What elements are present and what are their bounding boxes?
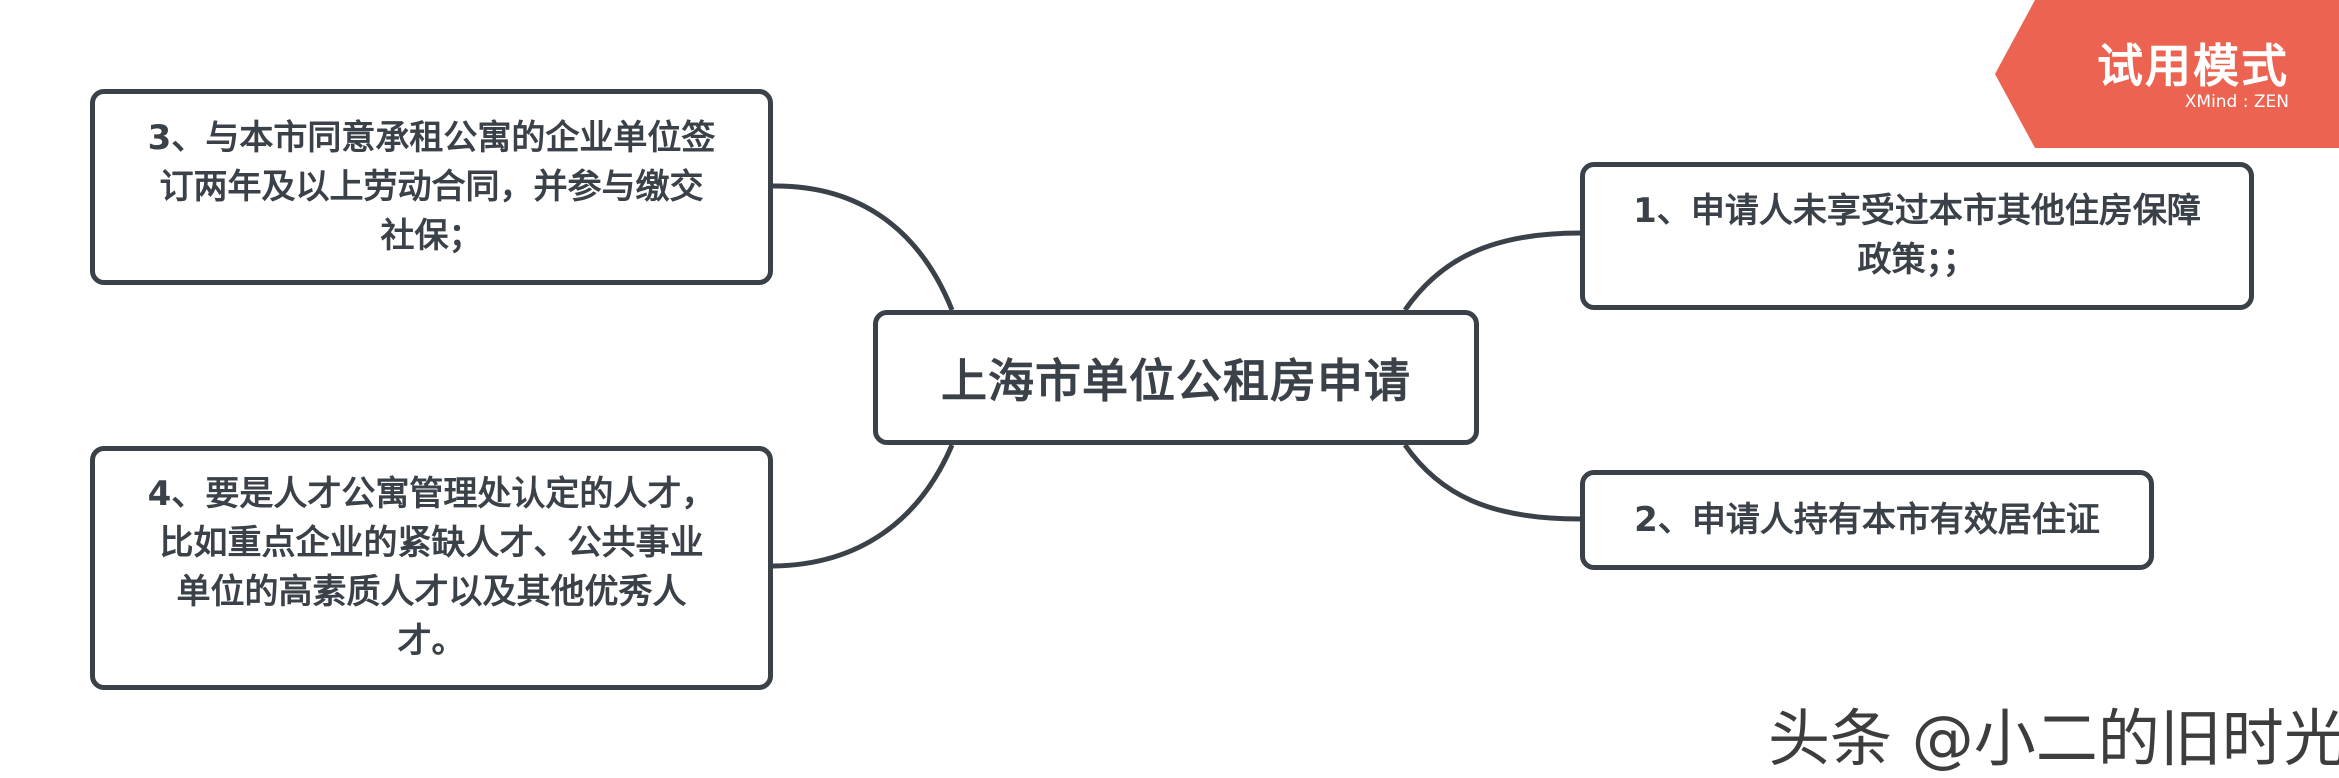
subtopic-2-line-1: 2、申请人持有本市有效居住证 xyxy=(1634,499,2100,540)
subtopic-3-line-2: 订两年及以上劳动合同，并参与缴交 xyxy=(159,166,704,207)
subtopic-4[interactable]: 4、要是人才公寓管理处认定的人才， 比如重点企业的紧缺人才、公共事业 单位的高素… xyxy=(90,446,773,690)
trial-mode-badge[interactable]: 试用模式 XMind : ZEN xyxy=(1995,0,2339,148)
subtopic-1-line-2: 政策；； xyxy=(1857,240,1977,280)
subtopic-3[interactable]: 3、与本市同意承租公寓的企业单位签 订两年及以上劳动合同，并参与缴交 社保； xyxy=(90,89,773,285)
subtopic-2[interactable]: 2、申请人持有本市有效居住证 xyxy=(1580,470,2154,570)
subtopic-3-line-1: 3、与本市同意承租公寓的企业单位签 xyxy=(147,117,716,158)
subtopic-1[interactable]: 1、申请人未享受过本市其他住房保障 政策；； xyxy=(1580,162,2254,310)
connector-root-to-topic-1 xyxy=(1402,230,1581,312)
connector-root-to-topic-2 xyxy=(1402,443,1581,522)
connector-root-to-topic-4 xyxy=(772,444,955,569)
trial-mode-title: 试用模式 xyxy=(2097,39,2289,93)
central-topic[interactable]: 上海市单位公租房申请 xyxy=(873,310,1479,445)
central-topic-label: 上海市单位公租房申请 xyxy=(941,353,1411,408)
subtopic-4-line-1: 4、要是人才公寓管理处认定的人才， xyxy=(147,474,716,514)
subtopic-4-line-4: 才。 xyxy=(397,621,466,661)
connector-root-to-topic-3 xyxy=(772,183,955,311)
watermark-text: 头条 @小二的旧时光 xyxy=(1768,702,2339,775)
subtopic-4-line-3: 单位的高素质人才以及其他优秀人 xyxy=(176,572,687,612)
subtopic-4-line-2: 比如重点企业的紧缺人才、公共事业 xyxy=(159,523,704,563)
xmind-zen-logo-text: XMind : ZEN xyxy=(2184,92,2289,112)
subtopic-3-line-3: 社保； xyxy=(380,215,483,256)
subtopic-1-line-1: 1、申请人未享受过本市其他住房保障 xyxy=(1633,191,2201,231)
